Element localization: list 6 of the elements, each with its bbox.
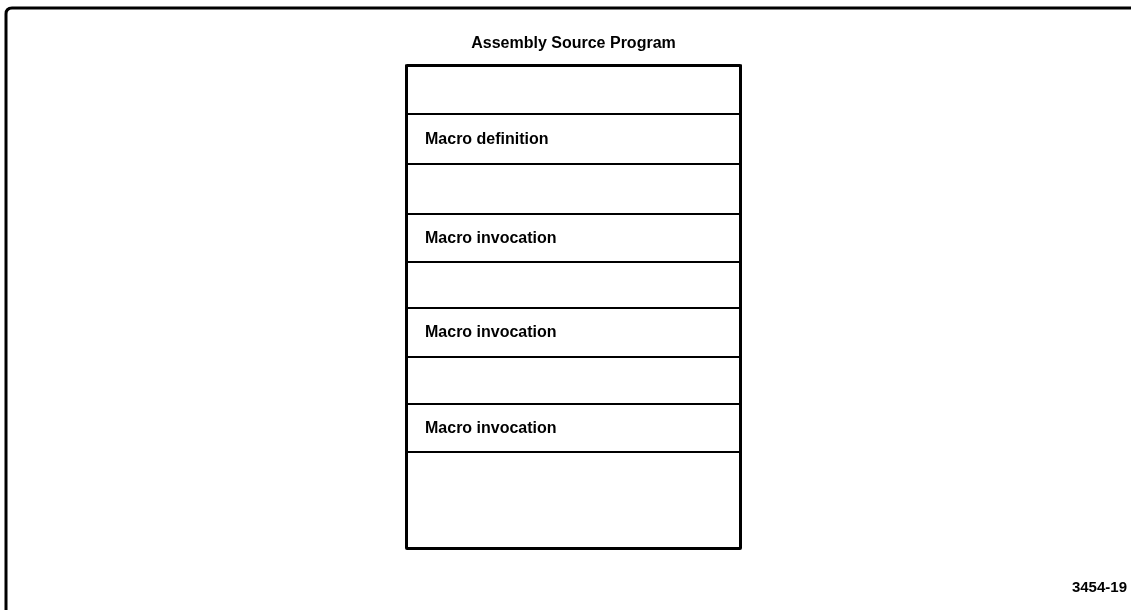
section-label: Macro invocation (425, 323, 557, 341)
section-label: Macro definition (425, 129, 549, 148)
figure-number: 3454-19 (1071, 578, 1127, 595)
section-label: Macro invocation (425, 418, 557, 437)
section-label: Macro invocation (425, 228, 557, 247)
heading: Assembly Source Program (470, 34, 677, 52)
